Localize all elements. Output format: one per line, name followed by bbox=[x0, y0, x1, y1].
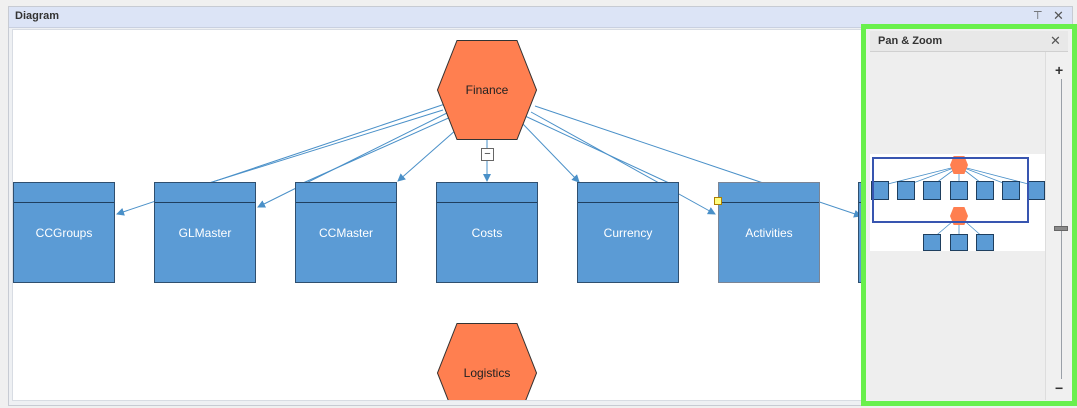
connector-currency-extra bbox=[524, 115, 670, 184]
pin-icon[interactable]: ⊤ bbox=[1033, 10, 1043, 22]
thumbnail-node bbox=[897, 181, 915, 200]
diagram-title-bar: Diagram ⊤ ✕ bbox=[9, 7, 1072, 28]
connector-activities bbox=[530, 111, 716, 215]
node-label: Currency bbox=[603, 226, 653, 240]
zoom-slider-thumb[interactable] bbox=[1054, 226, 1068, 231]
node-header bbox=[719, 183, 819, 203]
thumbnail-node bbox=[950, 181, 968, 200]
node-label: Activities bbox=[745, 226, 793, 240]
diagram-canvas[interactable]: Finance − CCGroups GLMaster CCMaster Cos… bbox=[12, 29, 866, 401]
finance-label: Finance bbox=[465, 83, 509, 97]
zoom-in-button[interactable]: + bbox=[1055, 62, 1064, 78]
thumbnail-node bbox=[871, 181, 889, 200]
thumbnail-node bbox=[976, 234, 994, 251]
thumbnail-finance bbox=[950, 156, 968, 174]
thumbnail-node bbox=[923, 234, 941, 251]
thumbnail-node bbox=[950, 234, 968, 251]
node-glmaster[interactable]: GLMaster bbox=[154, 182, 256, 283]
pan-zoom-title-bar: Pan & Zoom ✕ bbox=[870, 31, 1068, 52]
thumbnail-node bbox=[976, 181, 994, 200]
node-header bbox=[296, 183, 396, 203]
thumbnail-node bbox=[1028, 181, 1045, 200]
node-currency[interactable]: Currency bbox=[577, 182, 679, 283]
collapse-button[interactable]: − bbox=[481, 148, 494, 161]
node-header bbox=[578, 183, 678, 203]
thumbnail-viewport[interactable] bbox=[872, 157, 1029, 223]
selection-handle[interactable] bbox=[714, 197, 722, 205]
node-ccgroups[interactable]: CCGroups bbox=[13, 182, 115, 283]
node-label: Costs bbox=[471, 226, 503, 240]
zoom-out-button[interactable]: − bbox=[1055, 380, 1064, 396]
thumbnail-logistics bbox=[950, 207, 968, 225]
node-label: GLMaster bbox=[178, 226, 232, 240]
node-costs[interactable]: Costs bbox=[436, 182, 538, 283]
node-header bbox=[437, 183, 537, 203]
connector-ccmaster-extra bbox=[302, 115, 454, 184]
node-header bbox=[155, 183, 255, 203]
pan-zoom-panel: Pan & Zoom ✕ + − bbox=[861, 24, 1077, 406]
node-label: CCGroups bbox=[35, 226, 93, 240]
diagram-thumbnail[interactable] bbox=[870, 154, 1045, 251]
finance-hexagon bbox=[437, 40, 537, 140]
node-label: CCMaster bbox=[318, 226, 373, 240]
connector-currency bbox=[520, 121, 580, 183]
connector-glmaster-extra bbox=[208, 109, 444, 184]
close-icon[interactable]: ✕ bbox=[1050, 33, 1061, 48]
node-activities[interactable]: Activities bbox=[718, 182, 820, 283]
node-header bbox=[14, 183, 114, 203]
logistics-hexagon bbox=[437, 323, 537, 400]
node-ccmaster[interactable]: CCMaster bbox=[295, 182, 397, 283]
finance-node[interactable]: Finance bbox=[437, 40, 537, 140]
pan-zoom-title: Pan & Zoom bbox=[878, 35, 943, 47]
logistics-label: Logistics bbox=[463, 366, 511, 380]
thumbnail-node bbox=[1002, 181, 1020, 200]
close-icon[interactable]: ✕ bbox=[1053, 8, 1064, 23]
thumbnail-node bbox=[923, 181, 941, 200]
logistics-node[interactable]: Logistics bbox=[437, 323, 537, 400]
connector-glmaster bbox=[257, 109, 454, 208]
diagram-title: Diagram bbox=[15, 10, 60, 22]
